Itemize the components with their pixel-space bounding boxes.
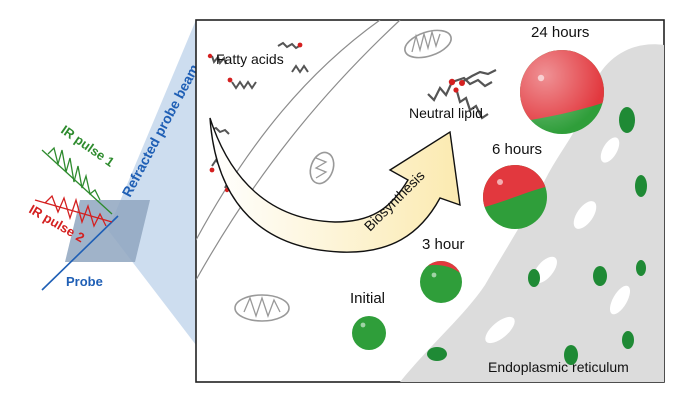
- mitochondrion-icon: [404, 29, 452, 59]
- ir-pulse-1-axis: [41, 149, 113, 215]
- droplet-6-hours: [483, 165, 547, 229]
- fatty-acid-headgroups: [207, 42, 303, 193]
- time-label-3-hour: 3 hour: [422, 236, 465, 253]
- droplet-24-hours: [520, 50, 604, 134]
- neutral-lipid-molecule: [427, 69, 497, 120]
- neutral-lipid-headgroups: [448, 78, 465, 93]
- ir-pulse-1-waveform: [47, 146, 101, 201]
- time-label-initial: Initial: [350, 290, 385, 307]
- cell-membrane-inner: [196, 20, 401, 281]
- er-label: Endoplasmic reticulum: [488, 359, 629, 375]
- droplet-initial: [352, 316, 386, 350]
- biosynthesis-arrow: [209, 117, 461, 253]
- mitochondrion-icon: [309, 151, 335, 185]
- fatty-acids-label: Fatty acids: [216, 51, 284, 67]
- cell-membrane-outer: [196, 20, 381, 241]
- time-label-6-hours: 6 hours: [492, 141, 542, 158]
- mitochondrion-icon: [234, 294, 290, 322]
- ir-pulse-2-axis: [34, 199, 113, 223]
- ir-pulse-2-waveform: [44, 194, 107, 228]
- ir-pulse-1-label: IR pulse 1: [58, 122, 117, 170]
- time-label-24-hours: 24 hours: [531, 24, 589, 41]
- refracted-beam: [108, 20, 196, 345]
- neutral-lipid-label: Neutral lipid: [409, 105, 483, 121]
- probe-beam: [41, 215, 119, 291]
- er-green-spots: [427, 107, 647, 365]
- probe-label: Probe: [66, 274, 103, 289]
